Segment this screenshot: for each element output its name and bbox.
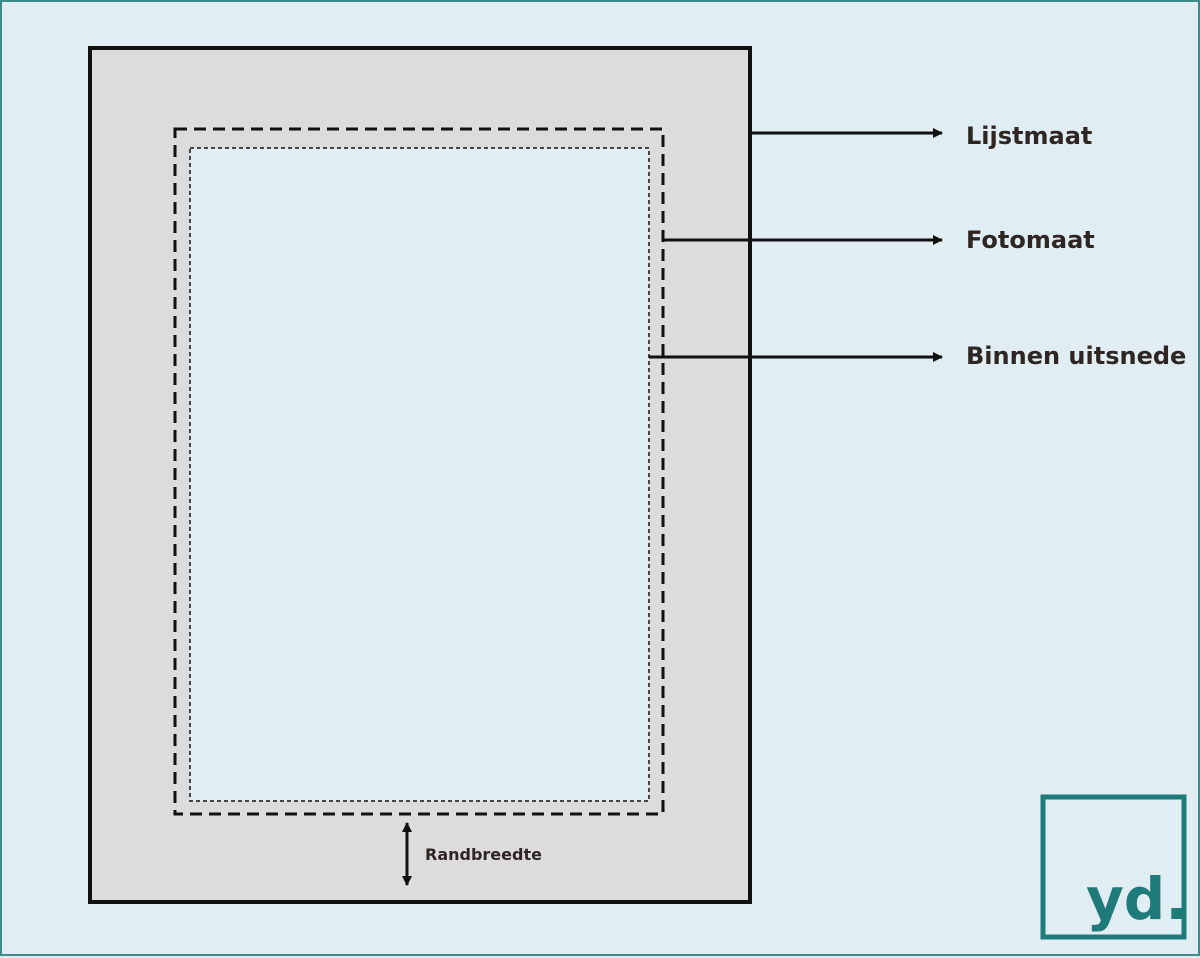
- border-width-label: Randbreedte: [425, 845, 542, 864]
- photo-size-label: Fotomaat: [966, 226, 1095, 254]
- frame-size-label: Lijstmaat: [966, 122, 1092, 150]
- brand-logo-text: yd.: [1086, 865, 1187, 933]
- inner-cutout-label: Binnen uitsnede: [966, 342, 1186, 370]
- photo-size-outline: [173, 127, 665, 816]
- brand-logo-box: [1040, 794, 1187, 940]
- inner-cutout-outline: [189, 147, 650, 802]
